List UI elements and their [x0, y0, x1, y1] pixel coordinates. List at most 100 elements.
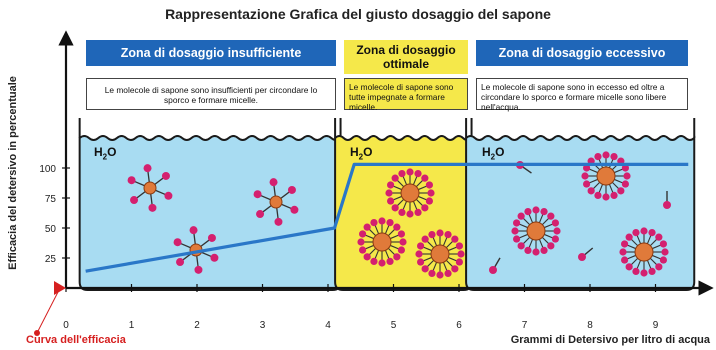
micelle-tail — [445, 259, 454, 268]
micelle-tail — [588, 178, 598, 184]
efficacy-curve — [85, 162, 689, 273]
micelle-1 — [385, 168, 435, 218]
water-label-insufficient: H2O — [94, 145, 117, 162]
micelle-head — [444, 230, 452, 239]
micelle-head — [386, 181, 395, 189]
micelle-tail — [402, 201, 408, 211]
zone-insufficient-container — [78, 135, 342, 291]
micelle-core — [526, 221, 546, 241]
molecule-tail — [149, 187, 169, 197]
micelle-head — [661, 248, 669, 256]
soap-cluster-3 — [173, 226, 219, 274]
micelle-tail — [374, 250, 380, 260]
micelle-tail — [445, 240, 454, 249]
curve-origin-marker — [54, 281, 66, 295]
molecule-tail — [195, 237, 213, 251]
micelle-tail — [538, 239, 544, 249]
micelle-head — [551, 219, 560, 227]
micelle-tail — [432, 236, 438, 246]
x-tick-label: 5 — [391, 320, 397, 331]
dirt-particle — [143, 181, 157, 195]
micelle-core — [430, 244, 450, 264]
micelle-head — [436, 229, 444, 237]
molecule-head — [663, 201, 671, 209]
micelle-head — [632, 228, 640, 237]
micelle-head — [582, 180, 591, 188]
y-tick-label: 100 — [39, 164, 56, 175]
micelle-tail — [418, 185, 428, 191]
micelle-tail — [636, 234, 642, 244]
molecule-head — [210, 253, 219, 262]
micelle-tail — [636, 260, 642, 270]
micelle-head — [640, 269, 648, 277]
micelle-head — [532, 206, 540, 214]
free-molecule-4 — [489, 257, 501, 274]
micelle-tail — [412, 175, 418, 185]
y-tick-label: 75 — [45, 194, 57, 205]
micelle-head — [547, 242, 555, 250]
micelle-head — [610, 191, 618, 200]
micelle-tail — [522, 217, 531, 226]
micelle-head — [659, 256, 668, 264]
molecule-head — [127, 176, 136, 185]
x-tick-label: 8 — [587, 320, 593, 331]
micelle-head — [451, 265, 459, 273]
micelle-head — [428, 269, 436, 278]
micelle-tail — [426, 240, 435, 249]
micelle-head — [457, 250, 465, 258]
micelle-tail — [611, 162, 620, 171]
micelle-tail — [608, 184, 614, 194]
free-molecule-2 — [663, 191, 671, 209]
micelle-head — [587, 157, 595, 165]
micelle-head — [370, 257, 378, 266]
molecule-tail — [149, 187, 154, 208]
molecule-head — [173, 238, 182, 247]
micelle-head — [582, 164, 591, 172]
zone-optimal-title: Zona di dosaggio ottimale — [344, 40, 468, 74]
molecules — [127, 151, 671, 279]
x-tick-label: 6 — [456, 320, 462, 331]
micelle-tail — [374, 224, 380, 234]
micelle-tail — [396, 179, 405, 188]
micelle-head — [617, 157, 625, 165]
molecule-tail — [133, 187, 151, 201]
x-tick-label: 1 — [129, 320, 135, 331]
molecule-tail — [519, 164, 532, 174]
molecule-tail — [195, 249, 200, 270]
micelle-tail — [592, 181, 601, 190]
molecule-head — [207, 233, 216, 242]
micelle-tail — [630, 257, 639, 266]
micelle-tail — [538, 213, 544, 223]
micelle-head — [621, 164, 630, 172]
micelle-core — [400, 183, 420, 203]
micelle-head — [357, 238, 365, 246]
micelle-head — [363, 223, 371, 231]
micelle-head — [391, 204, 399, 212]
micelle-tail — [364, 244, 374, 250]
free-molecule-1 — [516, 161, 532, 174]
micelle-head — [444, 269, 452, 278]
molecule-head — [148, 203, 157, 212]
micelle-head — [659, 240, 668, 248]
micelle-head — [540, 207, 548, 216]
soap-cluster-2 — [253, 178, 299, 226]
micelle-tail — [442, 236, 448, 246]
micelle-head — [517, 242, 525, 250]
micelle-head — [524, 207, 532, 216]
x-tick-label: 3 — [260, 320, 266, 331]
micelle-head — [415, 250, 423, 258]
molecule-tail — [492, 257, 501, 271]
zone-containers — [78, 118, 696, 291]
micelle-tail — [630, 238, 639, 247]
micelle-tail — [448, 256, 458, 262]
micelle-tail — [422, 246, 432, 252]
micelle-head — [587, 187, 595, 195]
micelle-head — [425, 181, 434, 189]
micelle-head — [553, 227, 561, 235]
micelle-head — [648, 228, 656, 237]
molecule-tail — [272, 182, 277, 203]
x-tick-label: 2 — [194, 320, 200, 331]
molecule-head — [489, 266, 497, 274]
micelle-tail — [614, 168, 624, 174]
